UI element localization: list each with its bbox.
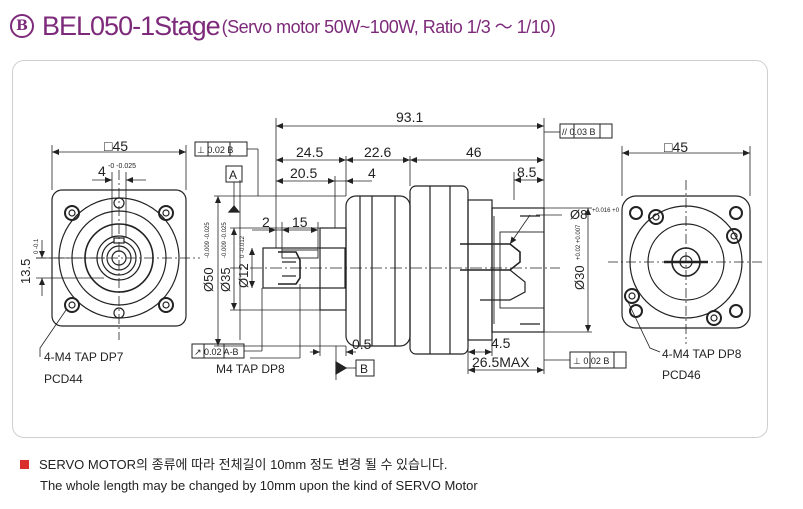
gdt-perp-b: ⊥ 0.02 B — [573, 356, 609, 366]
datum-b-label: B — [360, 362, 368, 376]
dim-length-total: 93.1 — [396, 109, 423, 125]
gdt-parallel-b: // 0.03 B — [562, 127, 596, 137]
right-front-view — [608, 146, 764, 353]
datum-a-label: A — [229, 168, 237, 182]
dim-key-tol: -0 -0.025 — [108, 163, 136, 170]
dim-height-tol: 0 -0.1 — [34, 238, 40, 254]
dim-length-20-5: 20.5 — [290, 165, 317, 181]
dim-length-8-5: 8.5 — [517, 164, 537, 180]
dim-dia-50-tol: -0.009 -0.025 — [205, 222, 211, 258]
dim-height: 13.5 — [18, 259, 33, 284]
dim-dia-50: Ø50 — [201, 267, 216, 292]
bullet-square-icon — [20, 460, 29, 469]
dim-length-24-5: 24.5 — [296, 144, 323, 160]
dim-length-0-5: 0.5 — [352, 336, 372, 352]
dim-length-22-6: 22.6 — [364, 144, 391, 160]
dim-dia-12-tol: 0 -0.012 — [240, 235, 246, 258]
dim-length-4-5: 4.5 — [491, 335, 511, 351]
note-korean-text: SERVO MOTOR의 종류에 따라 전체길이 10mm 정도 변경 될 수 … — [39, 457, 448, 472]
dim-length-46: 46 — [466, 144, 482, 160]
dim-dia-35-tol: -0.009 -0.025 — [222, 222, 228, 258]
callout-tap-shaft: M4 TAP DP8 — [216, 362, 285, 376]
dim-square-left: □45 — [104, 138, 128, 154]
dim-dia-35: Ø35 — [218, 267, 233, 292]
callout-tap-left: 4-M4 TAP DP7 — [44, 350, 124, 364]
dim-square-right: □45 — [664, 139, 688, 155]
gdt-perp-a: ⊥ 0.02 B — [197, 145, 233, 155]
dim-length-15: 15 — [292, 214, 308, 230]
left-front-view — [36, 145, 200, 357]
dim-length-4: 4 — [368, 165, 376, 181]
dim-dia-30-tol: +0.02 +0.007 — [576, 224, 582, 260]
callout-tap-right: 4-M4 TAP DP8 — [662, 347, 742, 361]
model-spec: (Servo motor 50W~100W, Ratio 1/3 ～ 1/10) — [221, 17, 556, 37]
dim-dia-12: Ø12 — [236, 263, 251, 288]
side-view — [191, 118, 627, 380]
model-badge-icon: B — [10, 14, 34, 38]
dim-dia-8-tol: +0.016 +0 — [592, 208, 620, 214]
dim-dia-30: Ø30 — [572, 265, 587, 290]
dim-length-2: 2 — [262, 214, 270, 230]
callout-pcd-left: PCD44 — [44, 372, 83, 386]
dim-dia-8: Ø8 — [570, 207, 587, 222]
note-english: The whole length may be changed by 10mm … — [40, 478, 478, 493]
note-korean: SERVO MOTOR의 종류에 따라 전체길이 10mm 정도 변경 될 수 … — [20, 454, 447, 473]
callout-pcd-right: PCD46 — [662, 368, 701, 382]
dim-length-26-5: 26.5MAX — [472, 354, 530, 370]
model-name: BEL050-1Stage — [42, 10, 221, 41]
gdt-runout: ↗ 0.02 A-B — [194, 347, 239, 357]
page-title: B BEL050-1Stage (Servo motor 50W~100W, R… — [10, 6, 556, 46]
dim-key-width: 4 — [98, 163, 106, 179]
